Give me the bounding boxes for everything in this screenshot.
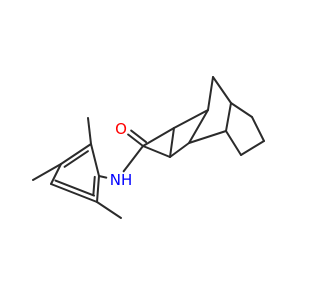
- bond-c6-c7: [212, 76, 232, 104]
- atom-label-nitrogen: NH: [110, 171, 133, 189]
- bond-c1-n: [122, 145, 144, 173]
- bond-c7-c9: [230, 102, 253, 118]
- bond-c4-c5: [188, 109, 209, 144]
- bond-c4-c8: [188, 130, 227, 144]
- bond-c1-o-double: [130, 129, 148, 144]
- bond-c11-c8: [225, 130, 242, 156]
- bond-c10-c11: [240, 140, 265, 156]
- bond-a1-a9-double: [92, 175, 96, 196]
- bond-c5-c6: [207, 76, 214, 111]
- bond-n-a1: [98, 175, 108, 179]
- bond-c1-c3: [142, 145, 171, 158]
- bond-c1-o-single: [127, 133, 144, 147]
- bond-c9-c10: [251, 116, 265, 142]
- bond-a9-a10: [96, 201, 122, 219]
- bond-a5-a7: [32, 163, 62, 181]
- bond-a2-a5-double: [63, 150, 89, 168]
- bond-c2-c3: [169, 127, 175, 158]
- bond-c1-c2: [142, 127, 175, 147]
- atom-label-layer: O NH: [110, 120, 133, 189]
- structure-canvas: O NH: [32, 76, 265, 219]
- bond-c7-c8: [225, 102, 232, 132]
- bond-a8-a9-double: [54, 179, 96, 197]
- molecule-structure: O NH: [32, 76, 265, 219]
- bond-c3-c4: [169, 142, 190, 158]
- atom-label-oxygen: O: [115, 120, 127, 138]
- bond-a2-a3: [87, 117, 92, 145]
- bond-a2-a5: [60, 143, 92, 165]
- bond-layer: [32, 76, 265, 219]
- bond-c2-c5: [173, 109, 209, 129]
- bond-a1-a2: [90, 143, 100, 177]
- bond-a9-a1: [96, 175, 100, 203]
- bond-a8-a9: [50, 183, 98, 203]
- bond-a5-a8: [50, 163, 62, 185]
